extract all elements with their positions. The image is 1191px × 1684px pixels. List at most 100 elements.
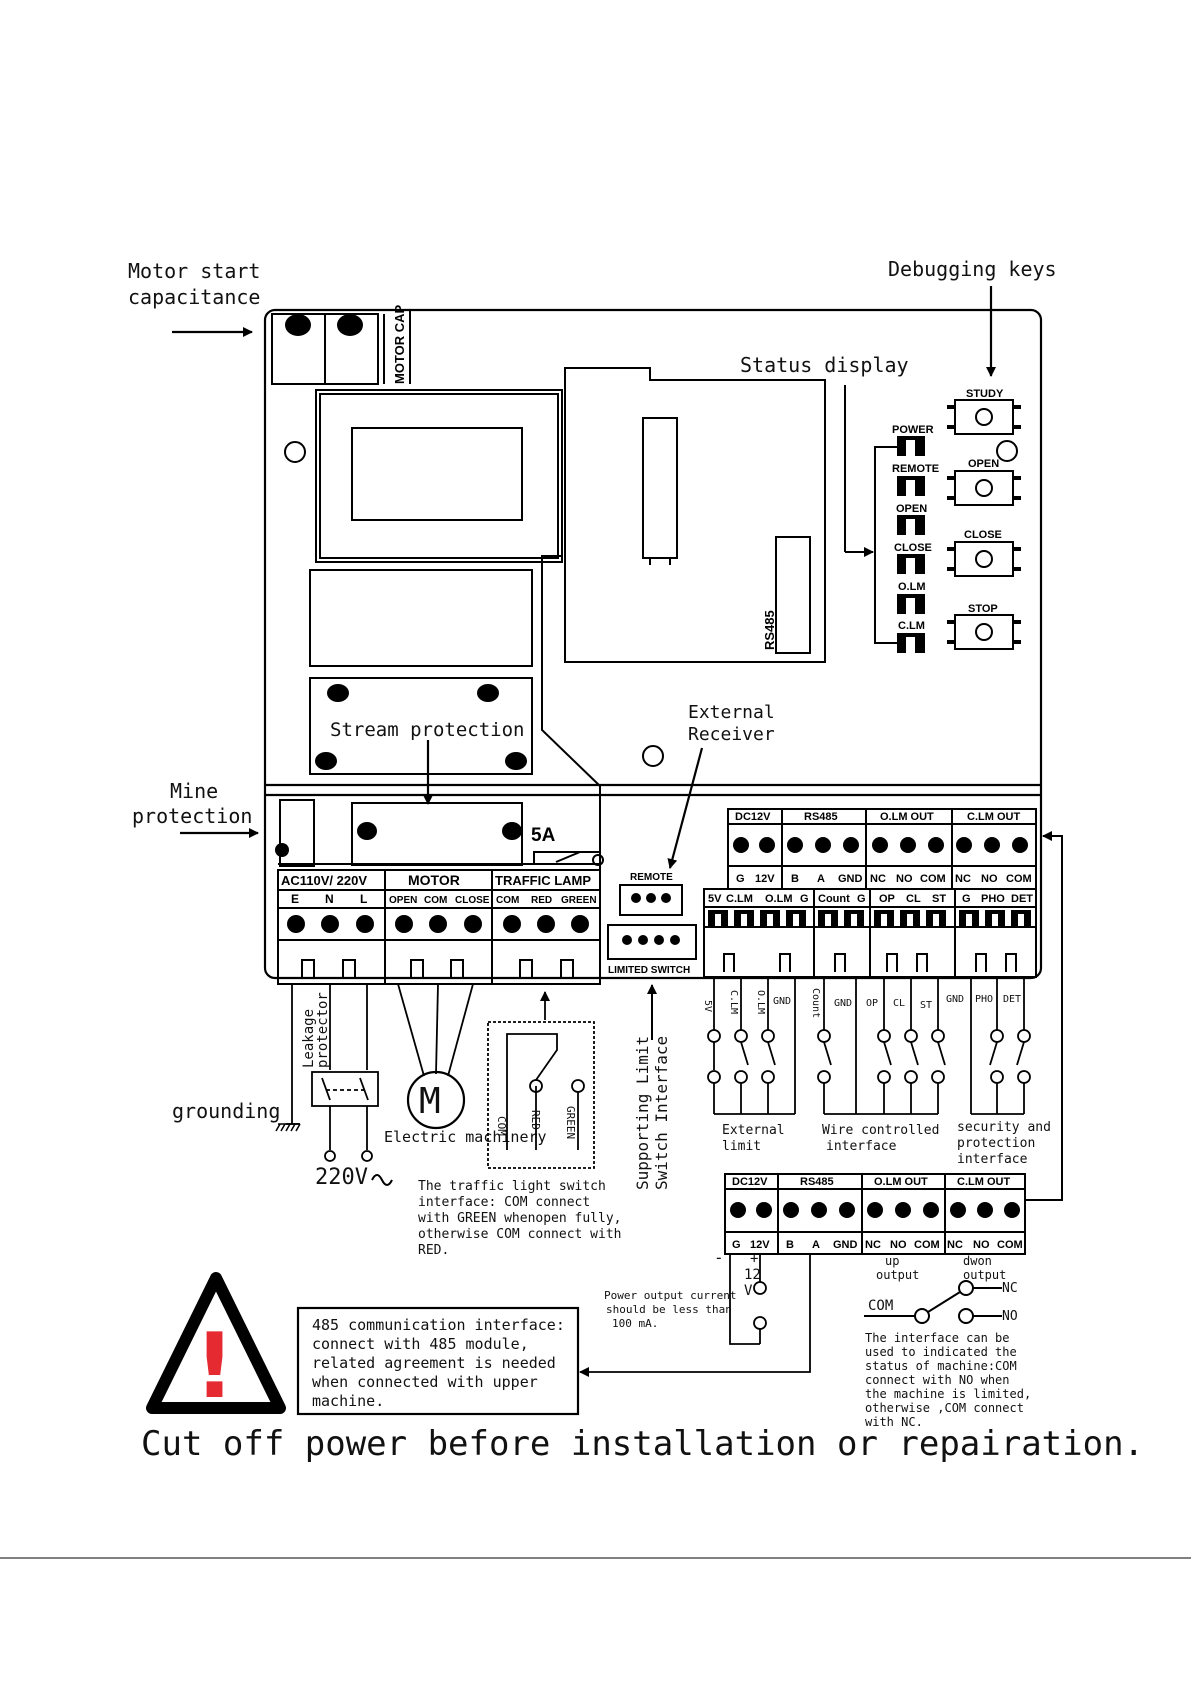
top-terminal-header: DC12V — [735, 811, 771, 823]
debug-button-stop[interactable]: STOP — [947, 603, 1021, 650]
top-terminal-sub: GND — [838, 873, 863, 885]
terminal-sub-label: RED — [531, 895, 552, 906]
security-label: protection — [957, 1136, 1035, 1151]
mine-protection-dot — [275, 843, 289, 857]
motor-wiring — [397, 983, 474, 1130]
relay-note: connect with NO when — [865, 1373, 1010, 1387]
terminal-sub-label: OPEN — [389, 895, 417, 906]
wire-label: GND — [834, 998, 852, 1009]
wire-label: Count — [810, 988, 821, 1018]
relay-note: status of machine:COM — [865, 1359, 1017, 1373]
traffic-note: otherwise COM connect with — [418, 1227, 622, 1242]
left-terminal-screws — [287, 915, 589, 933]
motor-cap-label: MOTOR CAP — [392, 304, 407, 384]
rs485-note: related agreement is needed — [312, 1354, 556, 1372]
wire-label: C.LM — [728, 990, 739, 1014]
status-led-label-3: OPEN — [896, 503, 927, 515]
debug-button-label: STUDY — [966, 388, 1004, 400]
security-label: interface — [957, 1152, 1028, 1167]
top-terminal-header: O.LM OUT — [880, 811, 934, 823]
top-terminal-sub: NC — [955, 873, 971, 885]
rs485-note: 485 communication interface: — [312, 1316, 565, 1334]
traffic-note: The traffic light switch — [418, 1179, 606, 1194]
debug-keys-callout: Debugging keys — [888, 257, 1057, 281]
traffic-note: RED. — [418, 1243, 449, 1258]
wire-controlled-label: interface — [826, 1139, 897, 1154]
wire-label: ST — [920, 1000, 932, 1011]
warning-icon: ! — [146, 1272, 286, 1419]
detail-terminal-header: DC12V — [732, 1176, 768, 1188]
relay-label-com: COM — [868, 1298, 893, 1314]
relay-note: The interface can be — [865, 1331, 1010, 1345]
debug-button-label: STOP — [968, 603, 998, 615]
mount-hole — [642, 745, 664, 767]
left-terminal-blocks — [277, 869, 601, 985]
status-display-callout: Status display — [740, 353, 909, 377]
status-led-label-5: O.LM — [898, 581, 926, 593]
traffic-switch-letter: GREEN — [564, 1106, 577, 1139]
external-receiver-callout: Receiver — [688, 724, 775, 745]
power-note: 100 mA. — [612, 1317, 658, 1330]
terminal-header-motor: MOTOR — [408, 872, 460, 888]
mine-protection-callout: protection — [132, 804, 252, 828]
bottom-terminal-header: DET — [1011, 893, 1033, 905]
leakage-label: Leakage — [301, 1009, 317, 1068]
limited-switch-label: LIMITED SWITCH — [608, 965, 690, 976]
status-led-5: O.LM — [897, 581, 926, 614]
warning-text: Cut off power before installation or rep… — [141, 1424, 1144, 1464]
wire-label: OP — [866, 998, 878, 1009]
detail-terminal-sub: NC — [947, 1239, 963, 1251]
stream-protection-label: Stream protection — [330, 719, 524, 741]
status-led-4: CLOSE — [894, 542, 932, 574]
motor-cap-callout: capacitance — [128, 285, 260, 309]
grounding-label: grounding — [172, 1099, 280, 1123]
detail-terminal-sub: GND — [833, 1239, 858, 1251]
relay-label-no: NO — [1002, 1309, 1018, 1324]
rs485-note: machine. — [312, 1392, 384, 1410]
mount-hole — [284, 441, 306, 463]
status-led-label-2: REMOTE — [892, 463, 939, 475]
receiver-module — [541, 367, 826, 787]
detail-terminal-header: O.LM OUT — [874, 1176, 928, 1188]
terminal-sub-label: N — [325, 892, 334, 906]
relay-note: the machine is limited, — [865, 1387, 1031, 1401]
electric-machinery-label: Electric machinery — [384, 1128, 547, 1146]
warning-mark: ! — [194, 1314, 235, 1419]
rs485-chip-label: RS485 — [762, 610, 777, 650]
power-polarity: 12 — [744, 1267, 761, 1283]
mine-protection-callout: Mine — [170, 779, 218, 803]
bottom-terminal-header: ST — [932, 893, 946, 905]
bottom-terminal-header: Count — [818, 893, 850, 905]
detail-terminal-sub: COM — [914, 1239, 940, 1251]
terminal-sub-label: COM — [424, 895, 447, 906]
debug-button-open[interactable]: OPEN — [947, 458, 1021, 506]
relay-note: used to indicated the — [865, 1345, 1017, 1359]
fuse-rating: 5A — [531, 825, 556, 846]
terminal-header-traffic: TRAFFIC LAMP — [495, 873, 591, 888]
rs485-note-box: 485 communication interface: connect wit… — [296, 1306, 580, 1416]
detail-terminal-sub: 12V — [750, 1239, 770, 1251]
bottom-terminal-header: C.LM — [726, 893, 753, 905]
top-terminal-sub: NC — [870, 873, 886, 885]
limited-switch-connector: LIMITED SWITCH — [607, 924, 697, 976]
detail-terminal-header: C.LM OUT — [957, 1176, 1010, 1188]
rs485-note: when connected with upper — [312, 1373, 538, 1391]
wire-label: DET — [1003, 994, 1021, 1005]
external-limit-label: limit — [722, 1139, 761, 1154]
debug-button-study[interactable]: STUDY — [947, 388, 1021, 435]
power-wiring — [286, 984, 379, 1162]
power-polarity: + — [750, 1251, 758, 1267]
traffic-switch-box — [487, 991, 595, 1169]
power-polarity: V — [744, 1283, 753, 1299]
detail-terminal-sub: NO — [973, 1239, 990, 1251]
detail-terminal-sub: COM — [997, 1239, 1023, 1251]
wire-label: CL — [893, 998, 905, 1009]
top-terminal-sub: NO — [896, 873, 913, 885]
top-terminal-header: RS485 — [804, 811, 838, 823]
motor-cap-callout: Motor start — [128, 259, 260, 283]
down-output-label: output — [963, 1268, 1006, 1282]
detail-terminal-header: RS485 — [800, 1176, 834, 1188]
bottom-terminal-header: 5V — [708, 893, 722, 905]
debug-button-close[interactable]: CLOSE — [947, 529, 1021, 577]
traffic-note: interface: COM connect — [418, 1195, 590, 1210]
